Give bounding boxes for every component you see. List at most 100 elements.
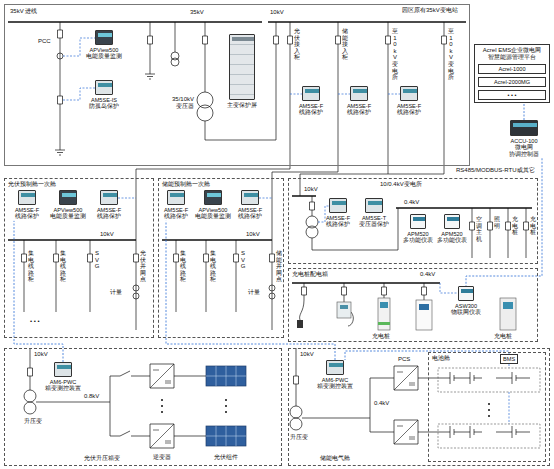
diagram-label: 10kV	[34, 351, 48, 358]
bus-bar	[8, 22, 532, 283]
charger-screen	[503, 302, 513, 309]
pt-coil	[171, 58, 179, 66]
ellipsis-dot	[225, 411, 227, 413]
diagram-label: 充电桩	[530, 216, 536, 236]
device-caption: ACCU-100 微电网 协调控制器	[505, 138, 543, 157]
device-caption: APView500 电能质量监测	[85, 47, 123, 60]
device-caption: AM5SE-F 线路保护	[162, 207, 190, 220]
device-box: AM5SE-F 线路保护	[92, 190, 126, 221]
comm-link	[166, 221, 335, 360]
device-box: AM5SE-IS 防孤岛保护	[84, 80, 124, 111]
region-title: 电池舱	[432, 355, 450, 362]
device-icon	[95, 30, 113, 45]
feeder-wire	[24, 22, 526, 436]
device-screen	[57, 365, 71, 369]
device-icon	[167, 190, 185, 205]
bms-name: BMS	[503, 356, 515, 362]
diagram-label: 0.4kV	[374, 400, 389, 407]
diagram-label: 35/10kV 变压器	[164, 96, 194, 110]
region-box: 储能电气舱AM6-PWC 箱变测控装置电池舱BMS	[288, 348, 550, 466]
diagram-label: 计量	[110, 289, 122, 296]
device-box: ASW300 物联网仪表	[446, 286, 486, 317]
cabinet-icon	[229, 34, 255, 100]
transformer-coil	[24, 402, 36, 414]
device-caption: APView500 电能质量监测	[195, 207, 231, 220]
ground-symbol	[55, 74, 155, 155]
comm-link	[14, 221, 63, 362]
device-icon	[54, 362, 72, 377]
ct-symbol	[133, 285, 139, 291]
device-box: AM5SE-F 线路保护	[392, 86, 426, 117]
device-caption: AM5SE-F 线路保护	[343, 103, 375, 116]
diagram-label: PCC	[38, 38, 51, 45]
device-caption: AM5SE-F 线路保护	[393, 103, 425, 116]
device-caption: APView500 电能质量监测	[49, 207, 87, 220]
diagram-label: 至10kV变电所	[448, 28, 454, 81]
device-caption: APM520 多功能仪表	[403, 231, 433, 244]
diagram-label: 逆变器	[153, 454, 171, 461]
transformer-coil	[197, 105, 213, 121]
device-screen	[98, 33, 112, 37]
charger-screen	[419, 304, 429, 310]
charger-body	[416, 300, 432, 330]
device-box: AM5SE-F 线路保护	[342, 86, 376, 117]
region-box: 充电桩配电箱ASW300 物联网仪表	[288, 268, 538, 342]
device-box: AM6-PWC 箱变测控装置	[44, 362, 82, 393]
ellipsis-dot	[488, 409, 490, 411]
device-caption: AM6-PWC 箱变测控装置	[45, 379, 81, 392]
device-screen	[305, 89, 319, 93]
device-icon	[95, 80, 113, 95]
device-box: AM5SE-F 线路保护	[235, 190, 265, 221]
charger-screen	[380, 302, 388, 308]
battery-string	[438, 424, 540, 448]
diagram-label: 储能并网点	[276, 250, 282, 283]
device-caption: AM5SE-F 线路保护	[295, 103, 327, 116]
region-box: 园区原有35kV变电站 APView500 电能质量监测 AM5SE-IS 防孤岛保…	[4, 4, 470, 166]
device-icon	[458, 286, 474, 301]
device-icon	[365, 198, 383, 213]
system-row: Acrel-1000	[478, 64, 546, 74]
device-icon	[350, 86, 368, 101]
diagram-label: 集电线路柜	[60, 250, 66, 283]
device-box: AM5SE-F 线路保护	[161, 190, 191, 221]
diagram-label: • • •	[30, 318, 40, 325]
diagram-label: 0.8kV	[84, 393, 99, 400]
region-title: 园区原有35kV变电站	[402, 7, 458, 14]
device-caption: AM5SE-F 线路保护	[11, 207, 43, 220]
device-icon	[326, 360, 344, 375]
region-title: 储能预制舱一次舱	[162, 181, 210, 188]
device-box: APView500 电能质量监测	[194, 190, 232, 221]
diagram-label: 集电线路柜	[180, 250, 186, 283]
region-box: 10/0.4kV变电所AM5SE-F 线路保护AM5SE-T 变压器保护APM5…	[288, 178, 538, 264]
transformer-coil	[24, 390, 36, 402]
transformer-coil	[197, 92, 213, 108]
battery-symbol	[438, 372, 530, 438]
ct-symbol	[57, 53, 63, 59]
device-screen	[353, 89, 367, 93]
diagram-label: PCS	[398, 356, 410, 363]
diagram-label: 空调主机	[476, 216, 482, 242]
platform-title: Acrel EMS企业微电网 智慧能源管理平台	[477, 47, 547, 61]
device-screen	[368, 201, 382, 205]
diagram-label: 光伏接入柜	[294, 28, 300, 61]
device-screen	[62, 193, 76, 197]
region-title: 储能电气舱	[320, 455, 350, 462]
device-screen	[513, 123, 537, 127]
charger-body	[337, 302, 351, 318]
device-box: APView500 电能质量监测	[48, 190, 88, 221]
device-box: APM520 多功能仪表	[402, 214, 434, 245]
breaker-symbol	[22, 30, 529, 384]
diagram-label: 储能接入柜	[342, 28, 348, 61]
device-box: AM5SE-F 线路保护	[322, 198, 354, 229]
system-name: Acrel-1000	[479, 66, 545, 72]
diagram-label: 10kV	[100, 231, 114, 238]
region-box: 电池舱 BMS	[428, 352, 546, 462]
diagram-label: 充电桩	[372, 333, 390, 340]
ct-symbol	[269, 293, 275, 299]
device-box: APView500 电能质量监测	[84, 30, 124, 61]
charger-body	[500, 298, 516, 330]
charger-screen	[340, 305, 348, 309]
comm-wire	[63, 38, 509, 424]
transformer-coil	[290, 406, 302, 418]
